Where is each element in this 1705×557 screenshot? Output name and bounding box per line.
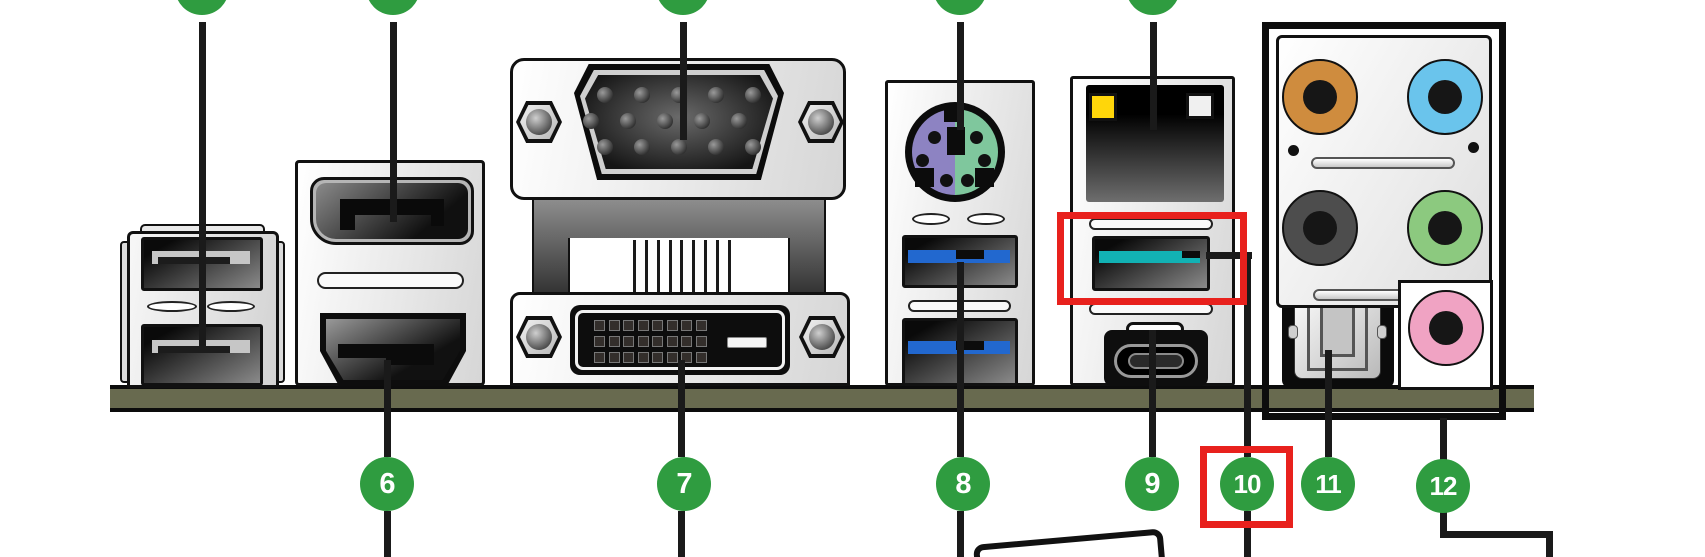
leader-line-7b [678, 511, 685, 557]
vga-screw-left [516, 101, 562, 143]
callout-8: 8 [936, 457, 990, 511]
usbc-pill-inner [1128, 353, 1184, 369]
usb2-tongue-bottom-slot [158, 346, 230, 353]
callout-5: 5 [1126, 0, 1180, 15]
leader-line-12h [1440, 531, 1553, 538]
leader-line-6b [384, 511, 391, 557]
leader-line-12a [1440, 418, 1447, 460]
leader-line-12v [1546, 531, 1553, 557]
hdmi-slot [338, 344, 434, 358]
audio-jack-black [1282, 190, 1358, 266]
leader-line-5 [1150, 22, 1157, 130]
audio-jack-orange [1282, 59, 1358, 135]
leader-line-8 [957, 262, 964, 457]
leader-line-3 [680, 22, 687, 140]
neck-window [568, 238, 790, 295]
highlight-box-callout-10 [1200, 446, 1293, 528]
bracket-spring-left [912, 213, 950, 225]
callout-7: 7 [657, 457, 711, 511]
bracket-spring-left [147, 301, 197, 312]
dvi-blade-slot [727, 337, 767, 348]
bracket-spring-right [967, 213, 1005, 225]
callout-6: 6 [360, 457, 414, 511]
leader-line-8b [957, 511, 964, 557]
leader-line-10h [1206, 252, 1252, 259]
callout-3: 3 [656, 0, 710, 15]
leader-line-1 [199, 22, 206, 346]
bracket-vent [1089, 218, 1213, 230]
audio-jack-pink [1408, 290, 1484, 366]
leader-line-6 [384, 360, 391, 457]
audio-jack-lime [1407, 190, 1483, 266]
vga-screw-right [798, 101, 844, 143]
dvi-screw-right [799, 316, 845, 358]
callout-2: 2 [366, 0, 420, 15]
spdif-door-inner [1320, 301, 1355, 357]
leader-line-7 [678, 360, 685, 457]
dvi-screw-left [516, 316, 562, 358]
audio-outline-box [1262, 22, 1506, 420]
leader-line-12b [1440, 511, 1447, 538]
callout-9: 9 [1125, 457, 1179, 511]
audio-divider-top [1311, 157, 1455, 169]
callout-4: 4 [933, 0, 987, 15]
usb31-port [1092, 236, 1210, 291]
lan-led-yellow [1089, 93, 1117, 121]
leader-line-10b [1244, 511, 1251, 557]
leader-line-2 [390, 22, 397, 222]
leader-line-11 [1325, 350, 1332, 457]
audio-jack-lightblue [1407, 59, 1483, 135]
usb2-tongue-top-slot [158, 257, 230, 264]
leader-line-10v [1244, 252, 1251, 457]
leader-line-4 [957, 22, 964, 130]
bracket-spring-right [207, 301, 255, 312]
callout-1: 1 [175, 0, 229, 15]
pcb-edge-bar [110, 385, 1534, 412]
callout-11: 11 [1301, 457, 1355, 511]
callout-12: 12 [1416, 459, 1470, 513]
bracket-vent [317, 272, 464, 289]
leader-line-9 [1149, 330, 1156, 457]
highlight-box-usb31 [1057, 212, 1247, 305]
callout-10: 10 [1220, 457, 1274, 511]
lan-led-right [1186, 93, 1214, 119]
